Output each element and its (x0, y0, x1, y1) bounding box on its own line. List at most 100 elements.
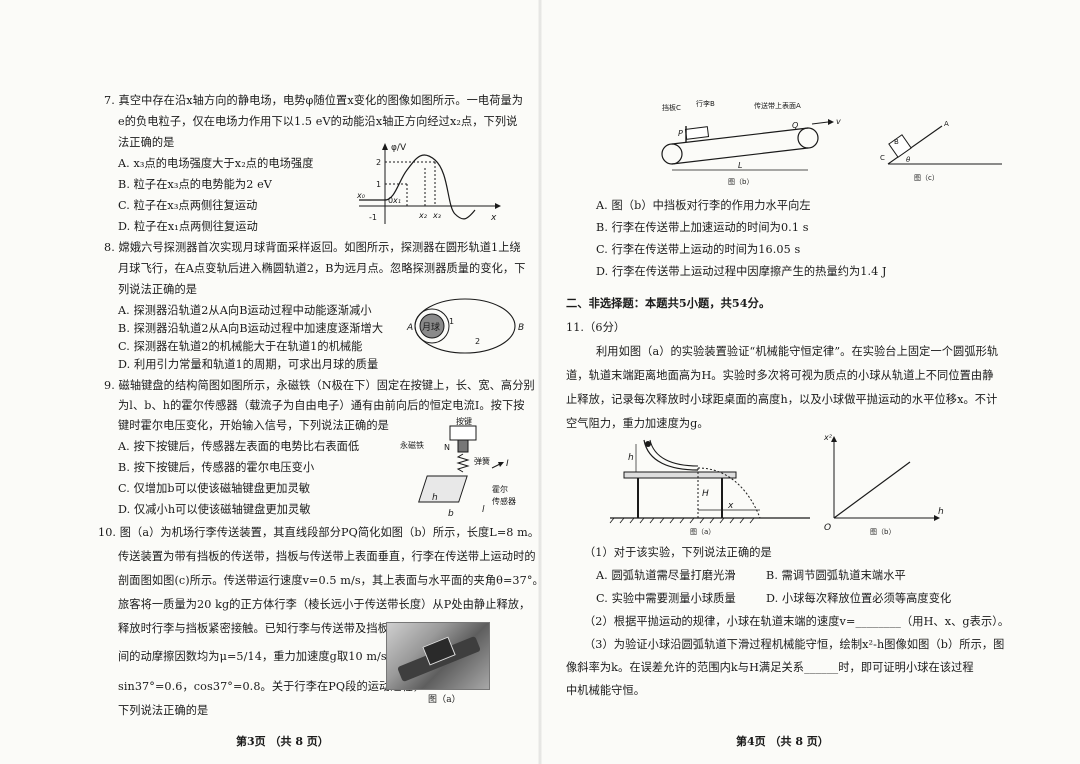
q8-moon-label: 月球 (422, 321, 440, 333)
q10-fig-b-caption: 图（b） (728, 178, 753, 186)
q7-stem-line: e的负电粒子，仅在电场力作用下以1.5 eV的动能沿x轴正方向经过x₂点，下列说 (118, 115, 518, 128)
q8-orbit-figure: 月球 A B 1 2 (406, 298, 524, 354)
q11-H-label: H (702, 489, 709, 499)
q9-magnet-label: 永磁铁 (400, 440, 424, 450)
q7-graph-tick: x₃ (432, 211, 441, 220)
q9-stem-line: 9. 磁轴键盘的结构简图如图所示，永磁铁（N极在下）固定在按键上，长、宽、高分别 (104, 379, 535, 392)
q9-spring-label: 弹簧 (474, 456, 490, 466)
q10-stem-line: 间的动摩擦因数均为μ=5/14，重力加速度g取10 m/s²， (118, 650, 403, 663)
q10-stem-line: sin37°=0.6，cos37°=0.8。关于行李在PQ段的运动过程， (118, 680, 425, 693)
q7-graph-tick: 2 (376, 158, 381, 167)
q8-stem-line: 列说法正确的是 (118, 283, 198, 296)
right-page-footer: 第4页 （共 8 页） (736, 735, 829, 748)
q10-c-a-label: A (944, 120, 949, 128)
q9-stem-line: 为l、b、h的霍尔传感器（载流子为自由电子）通有由前向后的恒定电流I。按下按 (118, 399, 525, 412)
q10-c-b-label: B (894, 138, 899, 146)
q11-stem-line: 止释放，记录每次释放时小球距桌面的高度h，以及小球做平抛运动的水平位移x。不计 (566, 393, 998, 406)
q11-stem-line: 空气阻力，重力加速度为g。 (566, 417, 709, 430)
q10-option-d[interactable]: D. 行李在传送带上运动过程中因摩擦产生的热量约为1.4 J (596, 265, 887, 278)
q8-stem-line: 8. 嫦娥六号探测器首次实现月球背面采样返回。如图所示，探测器在圆形轨道1上绕 (104, 241, 521, 254)
q9-option-d[interactable]: D. 仅减小h可以使该磁轴键盘更加灵敏 (118, 503, 311, 516)
q9-sensor-label: 传感器 (492, 496, 516, 506)
page-fold (538, 0, 542, 764)
q10-c-theta-label: θ (906, 156, 911, 164)
q8-orbit-1: 1 (449, 317, 454, 326)
q7-graph-tick: x₁ (392, 196, 401, 205)
q11-x-label: x (727, 501, 734, 511)
q10-option-b[interactable]: B. 行李在传送带上加速运动的时间为0.1 s (596, 221, 809, 234)
q9-keyboard-figure: 按键 永磁铁 N 弹簧 I h b l 霍尔 传感器 (400, 416, 516, 519)
q7-graph-xlabel: x (490, 213, 497, 223)
q9-option-b[interactable]: B. 按下按键后，传感器的霍尔电压变小 (118, 461, 315, 474)
q7-option-c[interactable]: C. 粒子在x₃点两侧往复运动 (118, 199, 258, 212)
q11-sub3-line[interactable]: 像斜率为k。在误差允许的范围内k与H满足关系______时，即可证明小球在该过程 (566, 661, 974, 674)
q7-graph-ylabel: φ/V (391, 143, 407, 153)
q10-belt-surface-label: 传送带上表面A (754, 101, 801, 110)
q10-option-c[interactable]: C. 行李在传送带上运动的时间为16.05 s (596, 243, 801, 256)
q11-sub2[interactable]: （2）根据平抛运动的规律，小球在轨道末端的速度v=________（用H、x、g… (584, 615, 1010, 628)
q11-x2-h-graph: x² h O 图（b） (823, 433, 944, 536)
q11-heading: 11.（6分） (566, 321, 626, 334)
q8-stem-line: 月球飞行，在A点变轨后进入椭圆轨道2，B为远月点。忽略探测器质量的变化，下 (118, 262, 526, 275)
q7-graph-tick: x₂ (418, 211, 428, 220)
q7-graph-tick: -1 (369, 213, 377, 222)
q8-point-a: A (406, 323, 413, 333)
q10-stem-line: 旅客将一质量为20 kg的正方体行李（棱长远小于传送带长度）从P处由静止释放， (118, 598, 531, 611)
left-page: 7. 真空中存在沿x轴方向的静电场，电势φ随位置x变化的图像如图所示。一电荷量为… (98, 94, 544, 748)
q11-graph-xlabel: h (938, 507, 944, 517)
q10-photo-luggage-conveyor (386, 622, 490, 690)
q11-option-d[interactable]: D. 小球每次释放位置必须等高度变化 (766, 592, 952, 605)
q11-stem-line: 利用如图（a）的实验装置验证“机械能守恒定律”。在实验台上固定一个圆弧形轨 (596, 345, 999, 358)
q11-graph-origin: O (824, 523, 831, 533)
right-page: 挡板C 行李B 传送带上表面A P Q v L 图（b） A B C θ 图（c… (540, 0, 1080, 764)
q9-b-label: b (448, 509, 454, 519)
q10-option-a[interactable]: A. 图（b）中挡板对行李的作用力水平向左 (596, 199, 811, 212)
q7-potential-graph: φ/V x 2 1 0 -1 x₀ x₁ x₂ x₃ (356, 143, 501, 224)
q11-fig-a-caption: 图（a） (690, 528, 715, 536)
q7-option-b[interactable]: B. 粒子在x₃点的电势能为2 eV (118, 178, 272, 191)
q10-stem-line: 10. 图（a）为机场行李传送装置，其直线段部分PQ简化如图（b）所示，长度L=… (98, 526, 540, 539)
q11-fig-b-caption: 图（b） (870, 528, 895, 536)
q9-l-label: l (482, 505, 485, 515)
q7-option-d[interactable]: D. 粒子在x₁点两侧往复运动 (118, 220, 258, 233)
q10-stem-line: 释放时行李与挡板紧密接触。已知行李与传送带及挡板 (118, 622, 389, 635)
q11-sub3-line: （3）为验证小球沿圆弧轨道下滑过程机械能守恒，绘制x²-h图像如图（b）所示，图 (584, 638, 1005, 651)
q10-luggage-label: 行李B (696, 99, 715, 108)
q9-option-a[interactable]: A. 按下按键后，传感器左表面的电势比右表面低 (118, 440, 360, 453)
q11-stem-line: 道，轨道末端距离地面高为H。实验时多次将可视为质点的小球从轨道上不同位置由静 (566, 369, 994, 382)
q10-p-label: P (678, 129, 683, 138)
left-page-footer: 第3页 （共 8 页） (236, 735, 329, 748)
q10-c-c-label: C (880, 154, 885, 162)
q11-option-a[interactable]: A. 圆弧轨道需尽量打磨光滑 (596, 569, 736, 582)
q7-graph-tick: 0 (388, 196, 393, 205)
q9-h-label: h (432, 493, 438, 503)
q10-photo-caption: 图（a） (428, 695, 461, 705)
q11-option-c[interactable]: C. 实验中需要测量小球质量 (596, 592, 736, 605)
q7-graph-tick: 1 (376, 180, 381, 189)
q9-n-label: N (444, 443, 450, 452)
q11-h-label: h (628, 453, 634, 463)
q8-option-c[interactable]: C. 探测器在轨道2的机械能大于在轨道1的机械能 (118, 340, 363, 353)
q9-current-label: I (506, 459, 509, 469)
q9-key-label: 按键 (456, 416, 472, 426)
q8-option-a[interactable]: A. 探测器沿轨道2从A向B运动过程中动能逐渐减小 (118, 304, 372, 317)
q11-sub3-line: 中机械能守恒。 (566, 684, 646, 697)
q8-option-b[interactable]: B. 探测器沿轨道2从A向B运动过程中加速度逐渐增大 (118, 322, 384, 335)
q9-option-c[interactable]: C. 仅增加b可以使该磁轴键盘更加灵敏 (118, 482, 311, 495)
q11-sub1: （1）对于该实验，下列说法正确的是 (584, 546, 772, 559)
q9-stem-line: 键时霍尔电压变化，开始输入信号，下列说法正确的是 (118, 419, 389, 432)
q10-conveyor-figures: 挡板C 行李B 传送带上表面A P Q v L 图（b） A B C θ 图（c… (661, 99, 1002, 186)
section-title: 二、非选择题：本题共5小题，共54分。 (566, 296, 771, 310)
q10-v-label: v (836, 117, 841, 126)
q8-option-d[interactable]: D. 利用引力常量和轨道1的周期，可求出月球的质量 (118, 358, 379, 371)
q7-option-a[interactable]: A. x₃点的电场强度大于x₂点的电场强度 (118, 157, 314, 170)
q10-fig-c-caption: 图（c） (914, 174, 939, 182)
q10-stem-line: 传送装置为带有挡板的传送带，挡板与传送带上表面垂直，行李在传送带上运动时的 (118, 550, 536, 563)
q10-stem-line: 下列说法正确的是 (118, 704, 209, 717)
q7-graph-tick: x₀ (356, 191, 366, 200)
q10-q-label: Q (792, 121, 798, 130)
q8-orbit-2: 2 (475, 337, 480, 346)
q11-option-b[interactable]: B. 需调节圆弧轨道末端水平 (766, 569, 906, 582)
q10-stem-line: 剖面图如图(c)所示。传送带运行速度v=0.5 m/s，其上表面与水平面的夹角θ… (118, 574, 544, 587)
q10-L-label: L (738, 161, 742, 170)
